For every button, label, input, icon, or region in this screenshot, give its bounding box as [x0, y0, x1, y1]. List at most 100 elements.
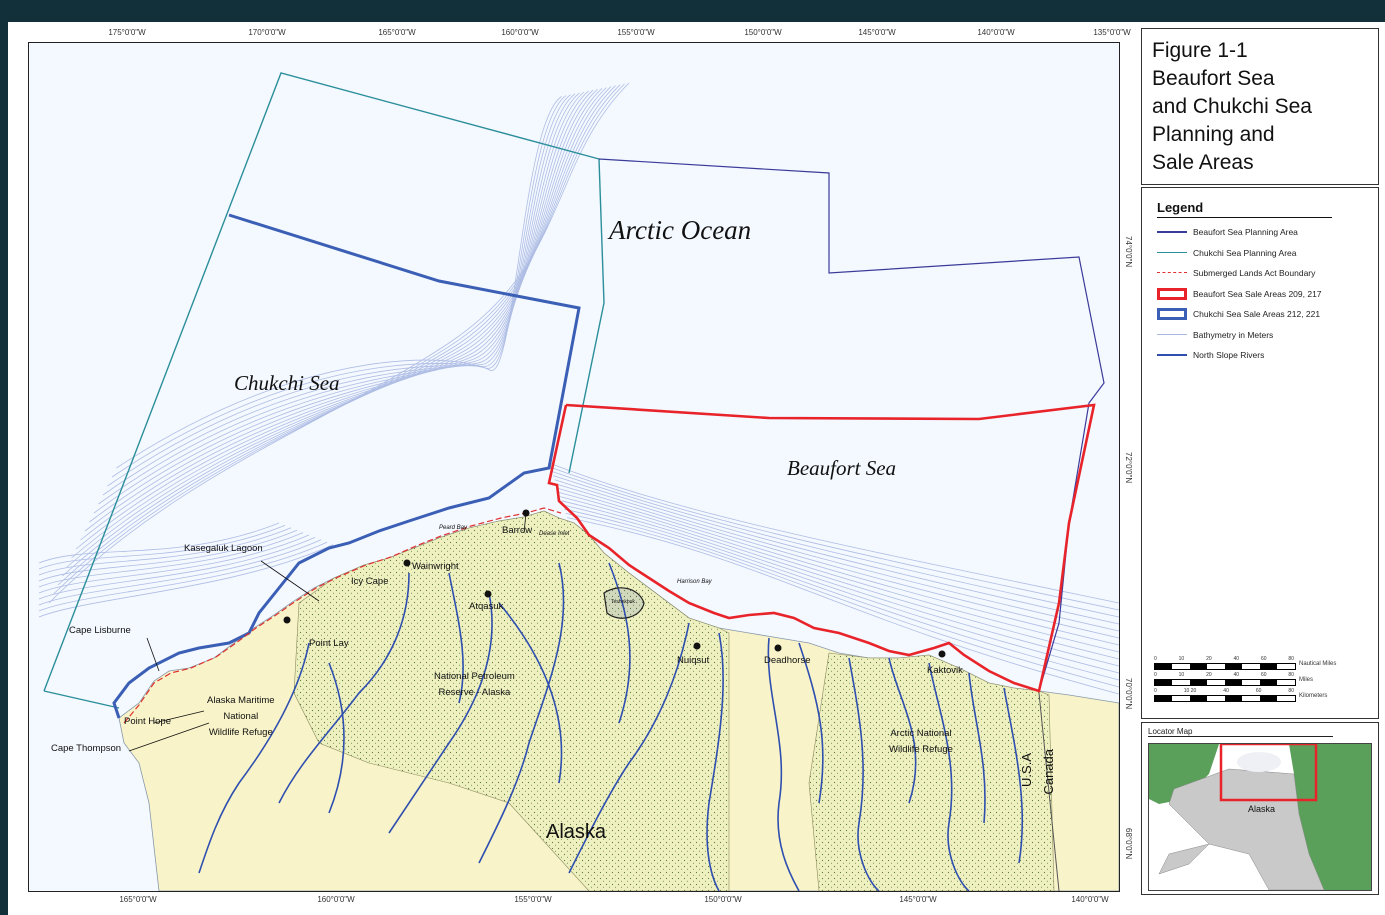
bathymetry-contour — [38, 534, 310, 594]
bathymetry-contour — [66, 86, 612, 568]
place-barrow: Barrow — [502, 525, 533, 536]
scale-number: 10 — [1178, 656, 1185, 662]
bathymetry-contour — [57, 84, 621, 586]
legend-item: Beaufort Sea Planning Area — [1157, 226, 1298, 238]
place-nuiqsut: Nuiqsut — [677, 655, 710, 666]
scale-number: 10 — [1178, 672, 1185, 678]
scale-unit: Miles — [1299, 677, 1314, 683]
place-cape-thompson: Cape Thompson — [51, 743, 122, 754]
place-cape-lisburne: Cape Lisburne — [69, 625, 131, 636]
bathymetry-contour — [93, 91, 585, 514]
legend-label: Submerged Lands Act Boundary — [1193, 268, 1316, 278]
main-map[interactable]: Arctic Ocean Chukchi Sea Beaufort Sea Ka… — [28, 42, 1120, 892]
coordinate-tick: 140°0'0"W — [977, 28, 1015, 37]
chukchi-sale-boundary — [112, 213, 581, 719]
scale-graphic — [1154, 663, 1296, 670]
coordinate-tick: 150°0'0"W — [744, 28, 782, 37]
place-harrison-bay: Harrison Bay — [677, 579, 712, 585]
legend-item: Beaufort Sea Sale Areas 209, 217 — [1157, 287, 1322, 300]
legend-label: Chukchi Sea Planning Area — [1193, 247, 1297, 258]
figure-title-line: Planning and — [1152, 123, 1275, 146]
legend-symbol — [1157, 287, 1187, 300]
bathymetry-contour — [98, 92, 580, 505]
legend-symbol — [1157, 226, 1187, 238]
legend-label: Bathymetry in Meters — [1193, 329, 1274, 340]
bathymetry-contour — [38, 532, 304, 588]
place-kasegaluk-lagoon: Kasegaluk Lagoon — [184, 543, 263, 554]
bathymetry-contour — [102, 93, 576, 496]
bathymetry-contour — [557, 487, 1119, 646]
bathymetry-contour — [555, 483, 1119, 639]
scale-number: 60 — [1260, 656, 1267, 662]
teshekpuk-lake — [603, 587, 645, 619]
bathymetry-contour — [62, 85, 616, 577]
place-peard-bay: Peard Bay — [439, 525, 468, 531]
bathymetry-contour — [38, 529, 298, 582]
locator-map[interactable]: Alaska — [1148, 743, 1372, 891]
scale-graphic — [1154, 695, 1296, 702]
figure-title-line: and Chukchi Sea — [1152, 95, 1312, 118]
legend-title: Legend — [1157, 200, 1332, 218]
bathymetry-contour — [564, 508, 1119, 681]
bathymetry-contour — [554, 479, 1119, 632]
map-canvas — [29, 43, 1119, 891]
place-usa: U.S.A — [1019, 753, 1034, 787]
bathymetry-lines — [38, 82, 1119, 695]
coordinate-tick: 145°0'0"W — [899, 895, 937, 904]
scale-unit: Kilometers — [1299, 693, 1328, 699]
coordinate-tick: 140°0'0"W — [1071, 895, 1109, 904]
coordinate-tick: 155°0'0"W — [514, 895, 552, 904]
legend-item: Bathymetry in Meters — [1157, 329, 1273, 341]
bathymetry-contour — [560, 496, 1119, 660]
arctic-ocean-label: Arctic Ocean — [609, 215, 752, 245]
bathymetry-contour — [38, 539, 322, 606]
scale-number: 20 — [1206, 672, 1212, 678]
scale-number: 60 — [1255, 688, 1262, 694]
coordinate-tick: 175°0'0"W — [108, 28, 146, 37]
scale-number: 40 — [1233, 672, 1240, 678]
coordinate-tick: 135°0'0"W — [1093, 28, 1131, 37]
coordinate-tick: 160°0'0"W — [501, 28, 539, 37]
bathymetry-contour — [38, 541, 328, 612]
coordinate-tick: 72°0'0"N — [1124, 452, 1133, 484]
scale-number: 20 — [1206, 656, 1212, 662]
place-alaska-maritime-refuge: Alaska Maritime National Wildlife Refuge — [207, 695, 275, 738]
place-alaska: Alaska — [546, 821, 607, 843]
place-atqasuk: Atqasuk — [469, 601, 504, 612]
legend-label: North Slope Rivers — [1193, 350, 1265, 360]
scale-number: 80 — [1288, 656, 1294, 662]
legend-item: North Slope Rivers — [1157, 349, 1264, 361]
bathymetry-contour — [116, 96, 562, 469]
bathymetry-contour — [89, 90, 589, 523]
locator-alaska-label: Alaska — [1248, 804, 1276, 814]
locator-map-canvas — [1149, 744, 1371, 890]
legend-symbol — [1157, 329, 1187, 341]
legend-symbol — [1157, 247, 1187, 259]
bathymetry-contour — [558, 492, 1119, 653]
bathymetry-contour — [48, 82, 630, 604]
bathymetry-contour — [561, 500, 1119, 667]
chukchi-sea-label: Chukchi Sea — [234, 371, 340, 395]
us-canada-border — [1038, 692, 1060, 891]
scale-number: 0 — [1154, 656, 1157, 662]
place-teshekpuk: Teshekpuk — [611, 599, 635, 605]
figure-title-line: Sale Areas — [1152, 151, 1254, 174]
figure-title-line: Figure 1-1 — [1152, 39, 1248, 62]
legend-label: Beaufort Sea Sale Areas 209, 217 — [1193, 288, 1322, 299]
coordinate-tick: 160°0'0"W — [317, 895, 355, 904]
npra-area — [293, 510, 730, 891]
place-dease-inlet: Dease Inlet — [539, 531, 570, 537]
beaufort-sea-label: Beaufort Sea — [787, 456, 897, 480]
coordinate-tick: 145°0'0"W — [858, 28, 896, 37]
place-canada: Canada — [1041, 749, 1056, 795]
place-npra: National Petroleum Reserve - Alaska — [434, 671, 515, 698]
bathymetry-contour — [551, 471, 1119, 618]
bathymetry-contour — [38, 527, 292, 576]
coordinate-tick: 155°0'0"W — [617, 28, 655, 37]
bathymetry-contour — [107, 94, 571, 487]
bathymetry-contour — [80, 89, 598, 541]
